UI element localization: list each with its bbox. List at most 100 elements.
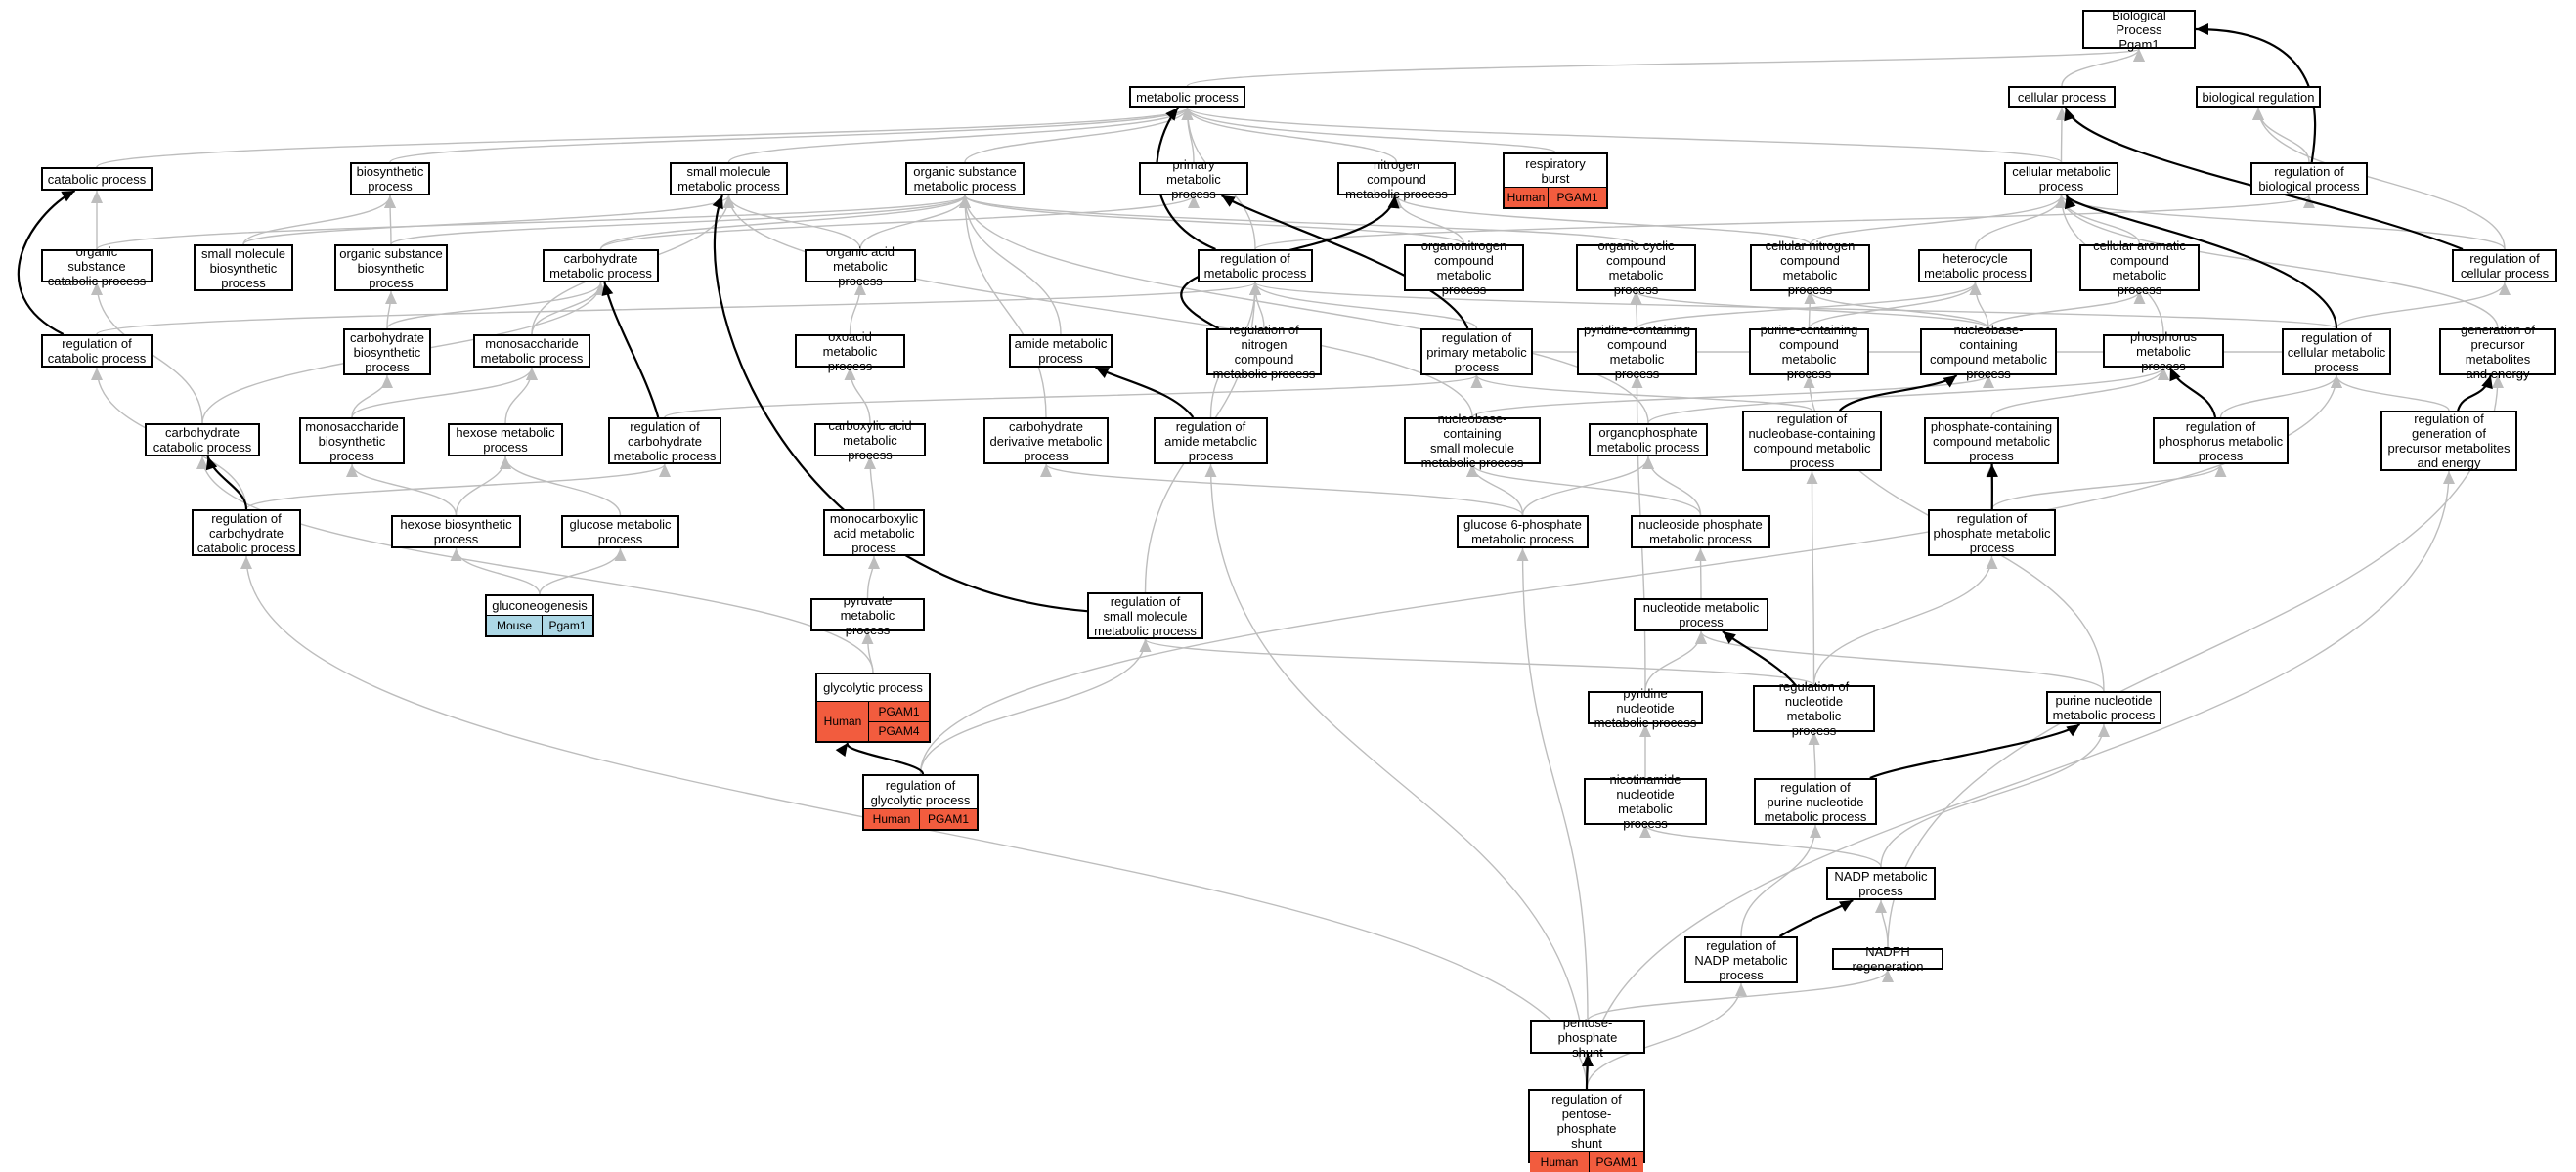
node-organic-substance-metabolic-process[interactable]: organic substance metabolic process bbox=[905, 162, 1025, 195]
node-organophosphate-metabolic-process[interactable]: organophosphate metabolic process bbox=[1589, 423, 1708, 456]
node-nucleoside-phosphate-metabolic-process[interactable]: nucleoside phosphate metabolic process bbox=[1631, 515, 1770, 548]
node-glucose-metabolic-process[interactable]: glucose metabolic process bbox=[561, 515, 679, 548]
node-nucleobase-containing-compound-metabolic-process[interactable]: nucleobase-containing compound metabolic… bbox=[1920, 328, 2057, 375]
node-monosaccharide-metabolic-process[interactable]: monosaccharide metabolic process bbox=[473, 334, 590, 368]
node-regulation-of-nadp-metabolic-process[interactable]: regulation of NADP metabolic process bbox=[1684, 936, 1798, 983]
node-cellular-process[interactable]: cellular process bbox=[2008, 86, 2116, 108]
node-regulation-of-primary-metabolic-process[interactable]: regulation of primary metabolic process bbox=[1420, 328, 1533, 375]
node-organic-substance-catabolic-process[interactable]: organic substance catabolic process bbox=[41, 249, 153, 282]
node-regulation-of-nitrogen-compound-metabolic-process[interactable]: regulation of nitrogen compound metaboli… bbox=[1206, 328, 1322, 375]
node-regulation-of-cellular-metabolic-process[interactable]: regulation of cellular metabolic process bbox=[2282, 328, 2391, 375]
is-a-edge bbox=[1472, 464, 1523, 515]
node-pyridine-nucleotide-metabolic-process[interactable]: pyridine nucleotide metabolic process bbox=[1588, 691, 1703, 724]
node-monosaccharide-biosynthetic-process[interactable]: monosaccharide biosynthetic process bbox=[299, 417, 405, 464]
node-nucleobase-containing-small-molecule-metabolic-process[interactable]: nucleobase-containing small molecule met… bbox=[1404, 417, 1541, 464]
is-a-edge bbox=[505, 368, 532, 423]
node-regulation-of-carbohydrate-catabolic-process[interactable]: regulation of carbohydrate catabolic pro… bbox=[192, 509, 301, 556]
gene-list: PGAM1 bbox=[1549, 188, 1606, 207]
node-glucose-6-phosphate-metabolic-process[interactable]: glucose 6-phosphate metabolic process bbox=[1457, 515, 1589, 548]
edge-arrowhead bbox=[1875, 900, 1887, 913]
node-organonitrogen-compound-metabolic-process[interactable]: organonitrogen compound metabolic proces… bbox=[1404, 244, 1524, 291]
is-a-edge bbox=[2336, 375, 2449, 411]
node-regulation-of-nucleotide-metabolic-process[interactable]: regulation of nucleotide metabolic proce… bbox=[1753, 685, 1875, 732]
node-regulation-of-metabolic-process[interactable]: regulation of metabolic process bbox=[1198, 249, 1313, 282]
gene-list: Pgam1 bbox=[543, 616, 592, 635]
gene-cell: PGAM1 bbox=[869, 702, 929, 721]
edge-arrowhead bbox=[1723, 631, 1736, 644]
is-a-edge bbox=[729, 108, 1188, 162]
node-regulation-of-phosphorus-metabolic-process[interactable]: regulation of phosphorus metabolic proce… bbox=[2153, 417, 2289, 464]
node-regulation-of-phosphate-metabolic-process[interactable]: regulation of phosphate metabolic proces… bbox=[1928, 509, 2056, 556]
node-nucleotide-metabolic-process[interactable]: nucleotide metabolic process bbox=[1634, 598, 1768, 631]
is-a-edge bbox=[1211, 464, 1588, 1089]
node-pyruvate-metabolic-process[interactable]: pyruvate metabolic process bbox=[810, 598, 925, 631]
node-small-molecule-biosynthetic-process[interactable]: small molecule biosynthetic process bbox=[194, 244, 293, 291]
node-carbohydrate-derivative-metabolic-process[interactable]: carbohydrate derivative metabolic proces… bbox=[983, 417, 1109, 464]
node-hexose-biosynthetic-process[interactable]: hexose biosynthetic process bbox=[391, 515, 521, 548]
is-a-edge bbox=[1811, 195, 2062, 244]
is-a-edge bbox=[1188, 49, 2140, 86]
node-biological-regulation[interactable]: biological regulation bbox=[2196, 86, 2321, 108]
node-small-molecule-metabolic-process[interactable]: small molecule metabolic process bbox=[670, 162, 788, 195]
node-regulation-of-nucleobase-containing-compound-metabolic-process[interactable]: regulation of nucleobase-containing comp… bbox=[1742, 411, 1882, 471]
regulates-edge bbox=[848, 743, 923, 774]
node-nadph-regeneration[interactable]: NADPH regeneration bbox=[1832, 948, 1943, 970]
node-organic-substance-biosynthetic-process[interactable]: organic substance biosynthetic process bbox=[334, 244, 448, 291]
node-generation-of-precursor-metabolites-and-energy[interactable]: generation of precursor metabolites and … bbox=[2439, 328, 2556, 375]
node-nicotinamide-nucleotide-metabolic-process[interactable]: nicotinamide nucleotide metabolic proces… bbox=[1584, 778, 1707, 825]
node-cellular-nitrogen-compound-metabolic-process[interactable]: cellular nitrogen compound metabolic pro… bbox=[1750, 244, 1870, 291]
edge-arrowhead bbox=[1517, 548, 1529, 561]
edge-arrowhead bbox=[2098, 724, 2110, 737]
node-nadp-metabolic-process[interactable]: NADP metabolic process bbox=[1826, 867, 1936, 900]
node-phosphorus-metabolic-process[interactable]: phosphorus metabolic process bbox=[2103, 334, 2224, 368]
gene-list: PGAM1 PGAM4 bbox=[869, 702, 929, 741]
node-regulation-of-small-molecule-metabolic-process[interactable]: regulation of small molecule metabolic p… bbox=[1087, 592, 1203, 639]
node-phosphate-containing-compound-metabolic-process[interactable]: phosphate-containing compound metabolic … bbox=[1924, 417, 2059, 464]
node-regulation-of-amide-metabolic-process[interactable]: regulation of amide metabolic process bbox=[1154, 417, 1268, 464]
node-cellular-aromatic-compound-metabolic-process[interactable]: cellular aromatic compound metabolic pro… bbox=[2079, 244, 2200, 291]
node-respiratory-burst[interactable]: respiratory burst Human PGAM1 bbox=[1503, 152, 1608, 209]
node-organic-acid-metabolic-process[interactable]: organic acid metabolic process bbox=[805, 249, 916, 282]
node-primary-metabolic-process[interactable]: primary metabolic process bbox=[1139, 162, 1248, 195]
node-biological-process-root[interactable]: Biological Process Pgam1 bbox=[2082, 10, 2196, 49]
edge-arrowhead bbox=[659, 464, 671, 477]
node-amide-metabolic-process[interactable]: amide metabolic process bbox=[1009, 334, 1113, 368]
node-pyridine-containing-compound-metabolic-process[interactable]: pyridine-containing compound metabolic p… bbox=[1577, 328, 1697, 375]
node-carboxylic-acid-metabolic-process[interactable]: carboxylic acid metabolic process bbox=[814, 423, 926, 456]
node-metabolic-process[interactable]: metabolic process bbox=[1129, 86, 1245, 108]
node-regulation-of-cellular-process[interactable]: regulation of cellular process bbox=[2452, 249, 2557, 282]
node-hexose-metabolic-process[interactable]: hexose metabolic process bbox=[448, 423, 563, 456]
node-heterocycle-metabolic-process[interactable]: heterocycle metabolic process bbox=[1918, 249, 2032, 282]
edge-arrowhead bbox=[1807, 471, 1818, 484]
node-organic-cyclic-compound-metabolic-process[interactable]: organic cyclic compound metabolic proces… bbox=[1576, 244, 1696, 291]
node-carbohydrate-catabolic-process[interactable]: carbohydrate catabolic process bbox=[145, 423, 260, 456]
node-gluconeogenesis[interactable]: gluconeogenesis Mouse Pgam1 bbox=[485, 594, 594, 637]
node-glycolytic-process[interactable]: glycolytic process Human PGAM1 PGAM4 bbox=[815, 673, 931, 743]
node-biosynthetic-process[interactable]: biosynthetic process bbox=[350, 162, 430, 195]
node-cellular-metabolic-process[interactable]: cellular metabolic process bbox=[2004, 162, 2118, 195]
node-catabolic-process[interactable]: catabolic process bbox=[41, 167, 153, 191]
node-carbohydrate-metabolic-process[interactable]: carbohydrate metabolic process bbox=[543, 249, 659, 282]
edge-arrowhead bbox=[91, 191, 103, 203]
node-regulation-of-carbohydrate-metabolic-process[interactable]: regulation of carbohydrate metabolic pro… bbox=[608, 417, 721, 464]
edge-arrowhead bbox=[1205, 464, 1217, 477]
species-cell: Mouse bbox=[487, 616, 543, 635]
node-oxoacid-metabolic-process[interactable]: oxoacid metabolic process bbox=[795, 334, 905, 368]
annotation-row: Human PGAM1 bbox=[864, 808, 977, 829]
node-nitrogen-compound-metabolic-process[interactable]: nitrogen compound metabolic process bbox=[1337, 162, 1456, 195]
node-monocarboxylic-acid-metabolic-process[interactable]: monocarboxylic acid metabolic process bbox=[823, 509, 925, 556]
node-regulation-of-biological-process[interactable]: regulation of biological process bbox=[2250, 162, 2368, 195]
node-regulation-of-catabolic-process[interactable]: regulation of catabolic process bbox=[41, 334, 153, 368]
edge-arrowhead bbox=[836, 743, 848, 757]
node-regulation-of-generation-of-precursor-metabolites-and-energy[interactable]: regulation of generation of precursor me… bbox=[2380, 411, 2517, 471]
is-a-edge bbox=[1523, 548, 1589, 1020]
species-cell: Human bbox=[1530, 1152, 1590, 1172]
node-carbohydrate-biosynthetic-process[interactable]: carbohydrate biosynthetic process bbox=[343, 328, 431, 375]
is-a-edge bbox=[1472, 375, 1988, 417]
node-regulation-of-glycolytic-process[interactable]: regulation of glycolytic process Human P… bbox=[862, 774, 979, 831]
node-regulation-of-pentose-phosphate-shunt[interactable]: regulation of pentose-phosphate shunt Hu… bbox=[1528, 1089, 1645, 1163]
node-regulation-of-purine-nucleotide-metabolic-process[interactable]: regulation of purine nucleotide metaboli… bbox=[1754, 778, 1877, 825]
node-pentose-phosphate-shunt[interactable]: pentose-phosphate shunt bbox=[1530, 1020, 1645, 1054]
node-purine-nucleotide-metabolic-process[interactable]: purine nucleotide metabolic process bbox=[2046, 691, 2161, 724]
node-purine-containing-compound-metabolic-process[interactable]: purine-containing compound metabolic pro… bbox=[1749, 328, 1869, 375]
